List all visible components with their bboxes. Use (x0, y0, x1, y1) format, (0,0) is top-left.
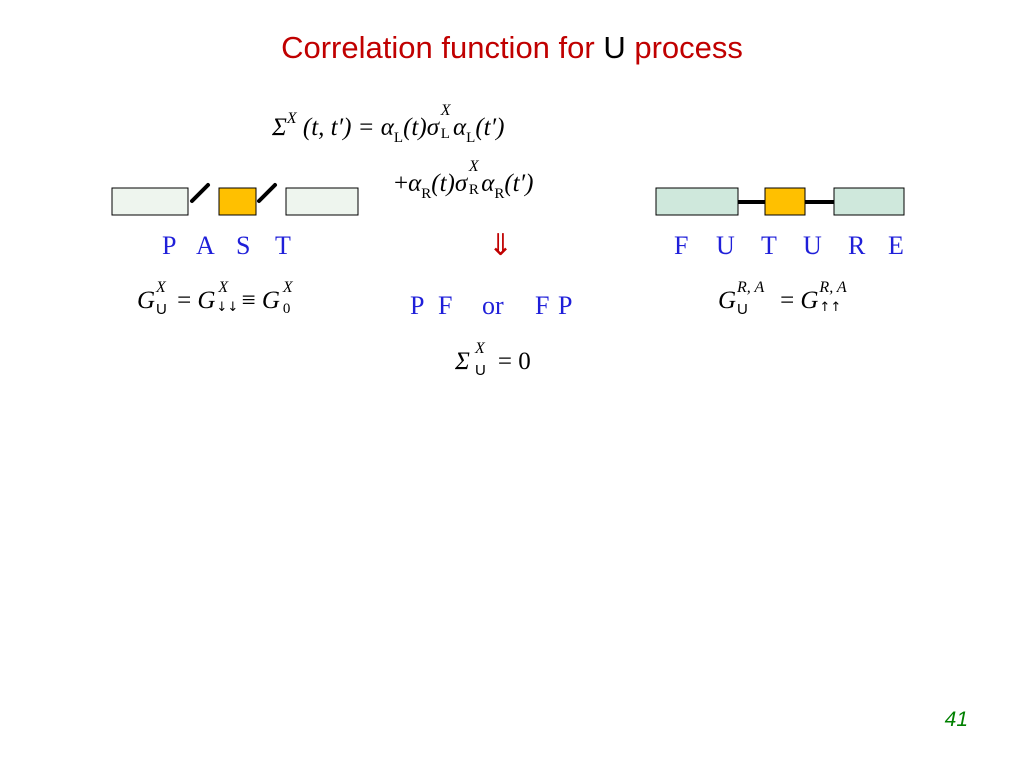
fp-letter-f: F (535, 291, 550, 320)
g-symbol-3: G (261, 287, 280, 314)
sigma-u-rhs: = 0 (497, 348, 531, 375)
sigma-u-sup: X (475, 340, 485, 357)
g-symbol-4: G (718, 287, 737, 314)
g-symbol-1: G (137, 287, 156, 314)
alpha-r1: α (408, 170, 422, 197)
sigma-u-sub: U (475, 362, 486, 379)
past-left-switch (190, 183, 210, 203)
plus-sign: + (394, 170, 409, 197)
tp-r1: (t′) (504, 170, 534, 197)
title-u: U (603, 30, 626, 65)
pf-or: or (482, 291, 504, 320)
pf-letter-f: F (438, 291, 453, 320)
t-l1: (t) (403, 114, 427, 141)
past-right-switch (257, 183, 277, 203)
future-letter-r: R (848, 231, 866, 260)
guu-sup: R, A (819, 279, 847, 296)
past-letter-a: A (196, 231, 215, 260)
sub-r1: R (421, 186, 432, 202)
slide-title: Correlation function for U process (0, 30, 1024, 66)
sigma-sup-x: X (286, 110, 297, 127)
future-letter-e: E (888, 231, 904, 260)
double-down-arrow-icon: ⇓ (488, 228, 514, 263)
gu-ra-sup: R, A (737, 279, 765, 296)
alpha-l2: α (453, 114, 467, 141)
g0-sub: 0 (282, 301, 291, 317)
past-letter-p: P (162, 231, 177, 260)
past-left-lead (111, 187, 189, 216)
past-letter-s: S (236, 231, 251, 260)
sigma-u-symbol: Σ (455, 348, 470, 375)
g0-sup: X (282, 279, 293, 296)
past-diagram (111, 183, 359, 216)
sigma-r-sup: X (468, 158, 479, 175)
future-letter-u: U (716, 231, 735, 260)
sigma-r-sub: R (468, 182, 479, 198)
alpha-r2: α (481, 170, 495, 197)
sub-l2: L (466, 130, 476, 146)
sigma-l-sup: X (440, 102, 451, 119)
down-arrows-icon: ↓↓ (216, 300, 239, 315)
future-dot (764, 187, 806, 216)
up-arrows-icon: ↑↑ (819, 300, 842, 315)
t-r1: (t) (431, 170, 455, 197)
future-letter-t: T (761, 231, 777, 260)
g-symbol-5: G (800, 287, 819, 314)
future-right-lead (833, 187, 905, 216)
alpha-l1: α (380, 114, 394, 141)
gdd-sup: X (218, 279, 229, 296)
sigma-symbol: Σ (272, 114, 287, 141)
equiv-sign: ≡ (241, 287, 256, 314)
sigma-l-sub: L (440, 126, 450, 142)
g-symbol-2: G (197, 287, 216, 314)
gu-ra-sub: U (737, 301, 748, 318)
page-number: 41 (944, 708, 968, 731)
future-diagram (655, 187, 905, 216)
sigma-args: (t, t′) = (302, 114, 381, 141)
pf-letter-p: P (410, 291, 425, 320)
fp-letter-p: P (558, 291, 573, 320)
gu-sub: U (156, 301, 167, 318)
past-dot (218, 187, 257, 216)
eq-sign-2: = (780, 287, 795, 314)
sigma-l: σ (426, 114, 440, 141)
past-right-lead (285, 187, 359, 216)
sub-r2: R (494, 186, 505, 202)
gu-sup: X (156, 279, 166, 296)
sigma-r: σ (454, 170, 468, 197)
title-main: Correlation function for (281, 30, 604, 65)
title-end: process (625, 30, 743, 65)
future-letter-u2: U (803, 231, 822, 260)
tp-l1: (t′) (475, 114, 505, 141)
past-letter-t: T (275, 231, 291, 260)
eq-sign-1: = (177, 287, 192, 314)
future-left-lead (655, 187, 739, 216)
sub-l1: L (393, 130, 404, 146)
future-letter-f: F (674, 231, 689, 260)
